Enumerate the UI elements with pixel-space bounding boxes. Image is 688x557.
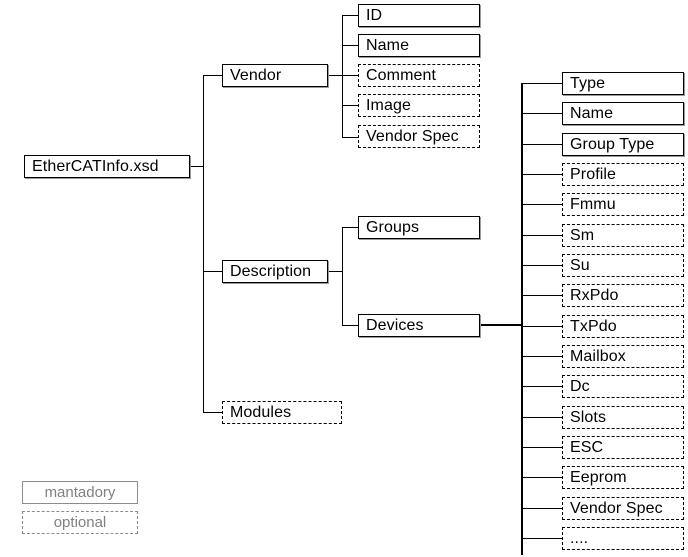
edge-trunk-to-vendor (203, 75, 223, 76)
edge-trunk-to-description (203, 271, 223, 272)
node-label: Eeprom (570, 468, 627, 486)
edge-trunk-to-eeprom (521, 477, 562, 478)
edge-trunk-to-modules (203, 412, 223, 413)
node-label: Fmmu (570, 195, 616, 213)
edge-trunk-to-slots (521, 417, 562, 418)
node-label: Name (366, 36, 410, 54)
legend-mandatory: mantadory (22, 481, 138, 504)
edge-trunk-to-image (342, 105, 359, 106)
node-device-su[interactable]: Su (562, 254, 684, 277)
edge-trunk-to-su (521, 265, 562, 266)
node-label: Name (570, 104, 614, 122)
node-description[interactable]: Description (222, 260, 328, 283)
node-device-ellipsis[interactable]: .... (562, 527, 684, 550)
node-label: Slots (570, 408, 607, 426)
edge-trunk-to-dev-name (521, 113, 562, 114)
node-label: Image (366, 96, 411, 114)
edge-root-to-trunk (190, 166, 204, 167)
node-device-sm[interactable]: Sm (562, 224, 684, 247)
legend-label: optional (53, 514, 107, 531)
node-label: Modules (230, 403, 292, 421)
edge-trunk-to-devices (342, 325, 359, 326)
node-device-eeprom[interactable]: Eeprom (562, 466, 684, 489)
node-label: Dc (570, 377, 590, 395)
edge-devices-to-trunk (479, 324, 523, 326)
node-device-dc[interactable]: Dc (562, 375, 684, 398)
node-label: ESC (570, 438, 604, 456)
node-devices[interactable]: Devices (358, 314, 480, 337)
node-label: ID (366, 6, 383, 24)
edge-trunk-to-comment (342, 75, 359, 76)
edge-trunk-description-children (342, 227, 343, 325)
node-device-group-type[interactable]: Group Type (562, 133, 684, 156)
node-device-rxpdo[interactable]: RxPdo (562, 284, 684, 307)
node-label: Comment (366, 66, 437, 84)
node-modules[interactable]: Modules (222, 401, 342, 424)
node-vendor-image[interactable]: Image (358, 94, 480, 117)
edge-trunk-to-rxpdo (521, 295, 562, 296)
node-vendor-vendorspec[interactable]: Vendor Spec (358, 125, 480, 148)
node-label: Devices (366, 316, 424, 334)
node-label: Group Type (570, 135, 655, 153)
node-vendor-name[interactable]: Name (358, 34, 480, 57)
edge-trunk-to-profile (521, 174, 562, 175)
node-label: Sm (570, 226, 595, 244)
node-device-fmmu[interactable]: Fmmu (562, 193, 684, 216)
edge-trunk-to-grouptype (521, 144, 562, 145)
node-device-mailbox[interactable]: Mailbox (562, 345, 684, 368)
edge-trunk-to-vendorspec (342, 137, 359, 138)
edge-trunk-level1 (203, 75, 204, 413)
edge-trunk-to-sm (521, 235, 562, 236)
node-device-vendorspec[interactable]: Vendor Spec (562, 497, 684, 520)
node-device-profile[interactable]: Profile (562, 163, 684, 186)
edge-trunk-devices-children (521, 83, 523, 555)
edge-trunk-to-esc (521, 447, 562, 448)
edge-vendor-to-trunk (328, 75, 342, 76)
edge-trunk-to-txpdo (521, 326, 562, 327)
edge-trunk-to-groups (342, 227, 359, 228)
node-vendor-id[interactable]: ID (358, 4, 480, 27)
node-device-type[interactable]: Type (562, 72, 684, 95)
edge-trunk-to-id (342, 15, 359, 16)
edge-trunk-to-mailbox (521, 356, 562, 357)
node-root-ethercatinfo[interactable]: EtherCATInfo.xsd (24, 155, 190, 178)
node-label: Vendor (230, 66, 282, 84)
legend-optional: optional (22, 511, 138, 534)
node-label: Vendor Spec (570, 499, 663, 517)
node-label: Vendor Spec (366, 127, 459, 145)
legend-label: mantadory (44, 484, 116, 501)
node-label: RxPdo (570, 286, 619, 304)
node-label: Groups (366, 218, 420, 236)
node-label: TxPdo (570, 317, 617, 335)
edge-trunk-vendor-children (342, 15, 343, 137)
node-device-esc[interactable]: ESC (562, 436, 684, 459)
edge-trunk-to-ellipsis (521, 538, 562, 539)
node-device-txpdo[interactable]: TxPdo (562, 315, 684, 338)
node-groups[interactable]: Groups (358, 216, 480, 239)
node-label: EtherCATInfo.xsd (32, 157, 159, 175)
node-label: Profile (570, 165, 617, 183)
edge-trunk-to-name (342, 45, 359, 46)
node-vendor-comment[interactable]: Comment (358, 64, 480, 87)
edge-trunk-to-dc (521, 386, 562, 387)
node-label: Mailbox (570, 347, 626, 365)
node-vendor[interactable]: Vendor (222, 64, 328, 87)
node-device-name[interactable]: Name (562, 102, 684, 125)
edge-trunk-to-type (521, 83, 562, 84)
edge-trunk-to-dev-vendorspec (521, 508, 562, 509)
edge-trunk-to-fmmu (521, 204, 562, 205)
node-device-slots[interactable]: Slots (562, 406, 684, 429)
node-label: Description (230, 262, 312, 280)
edge-description-to-trunk (328, 271, 342, 272)
node-label: Su (570, 256, 590, 274)
node-label: .... (570, 529, 589, 547)
node-label: Type (570, 74, 606, 92)
